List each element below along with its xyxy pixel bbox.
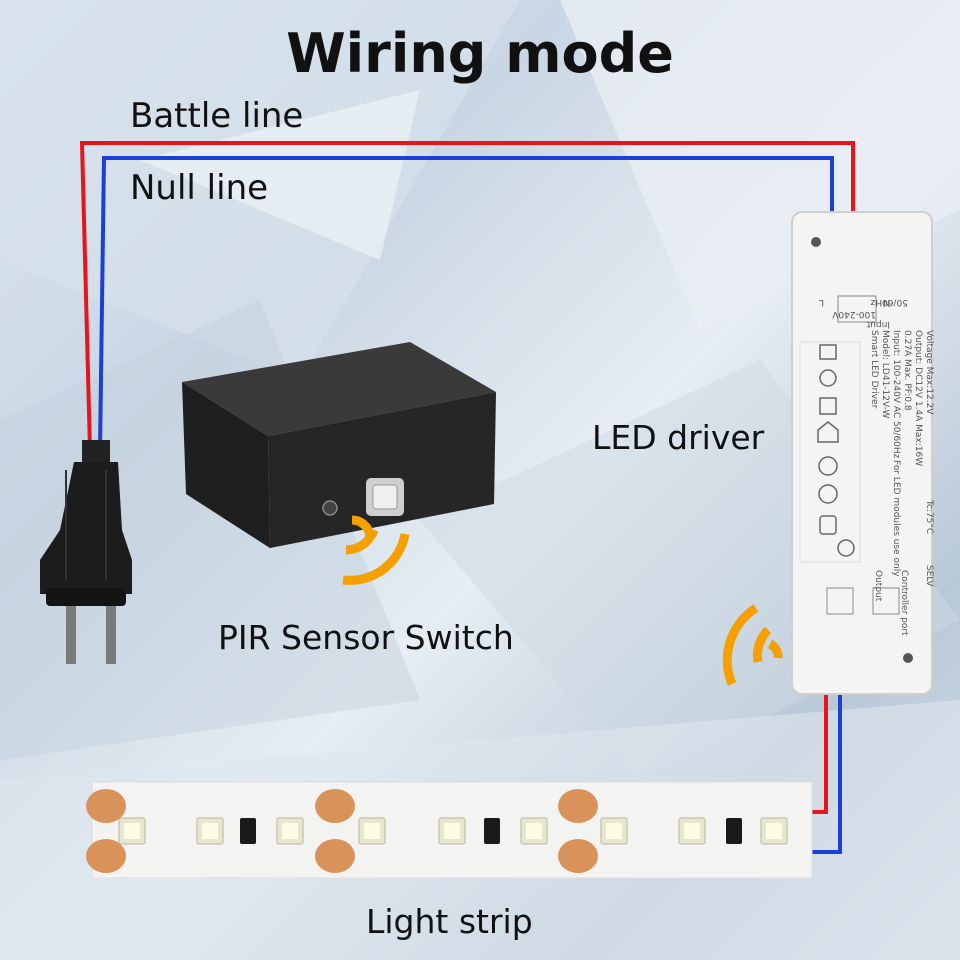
neutral-wire-to-strip — [812, 690, 842, 854]
light-strip-label: Light strip — [366, 902, 533, 941]
resistor — [240, 818, 256, 844]
led-chip-lens — [606, 823, 622, 839]
solder-pad — [558, 789, 598, 823]
solder-pad — [558, 839, 598, 873]
resistor — [484, 818, 500, 844]
live-wire — [79, 141, 855, 451]
driver-text-1: Model: LD41-12V-W — [880, 330, 890, 419]
driver-text-7: Tc:75°C — [924, 499, 934, 534]
null-line-label: Null line — [130, 168, 269, 208]
driver-text-11: Input — [866, 319, 890, 329]
pir-sensor-switch-label: PIR Sensor Switch — [218, 618, 514, 657]
driver-text-15: N — [883, 297, 890, 307]
certification-icons — [817, 344, 855, 557]
driver-text-9: Controller port — [899, 570, 909, 636]
led-driver-label: LED driver — [592, 418, 765, 457]
driver-text-6: For LED modules use only — [891, 460, 901, 577]
live-wire-to-strip — [812, 690, 828, 814]
led-chip-lens — [202, 823, 218, 839]
led-chip-lens — [364, 823, 380, 839]
led-chip-lens — [282, 823, 298, 839]
power-plug-icon — [40, 440, 132, 664]
driver-text-5: Voltage Max:12.2V — [924, 330, 934, 415]
resistor — [726, 818, 742, 844]
battle-line-label: Battle line — [130, 96, 304, 136]
led-chip-lens — [124, 823, 140, 839]
driver-signal-icon — [722, 604, 783, 686]
solder-pad — [86, 789, 126, 823]
led-chip-lens — [526, 823, 542, 839]
led-chip-lens — [766, 823, 782, 839]
driver-text-4: Output: DC12V 1.4A Max:16W — [913, 330, 923, 466]
driver-text-13: 50/60Hz — [870, 297, 908, 307]
driver-text-0: Smart LED Driver — [869, 330, 879, 409]
neutral-wire — [98, 156, 834, 451]
driver-text-2: Input: 100-240V AC 50/60Hz — [891, 330, 901, 459]
solder-pad — [315, 839, 355, 873]
led-driver-unit: Smart LED Driver Model: LD41-12V-W Input… — [791, 211, 934, 695]
driver-text-14: L — [819, 297, 824, 307]
led-chip-lens — [684, 823, 700, 839]
strip-components — [86, 789, 788, 873]
driver-text-12: 100-240V — [831, 309, 876, 319]
driver-text-3: 0.27A Max. PF:0.8 — [902, 330, 912, 411]
driver-text-10: Output — [873, 570, 883, 602]
light-strip — [86, 781, 813, 879]
diagram-title: Wiring mode — [286, 22, 674, 85]
solder-pad — [315, 789, 355, 823]
led-chip-lens — [444, 823, 460, 839]
sensor-signal-icon — [342, 515, 410, 585]
driver-text-8: SELV — [924, 565, 934, 587]
solder-pad — [86, 839, 126, 873]
pir-sensor-box — [182, 342, 496, 548]
